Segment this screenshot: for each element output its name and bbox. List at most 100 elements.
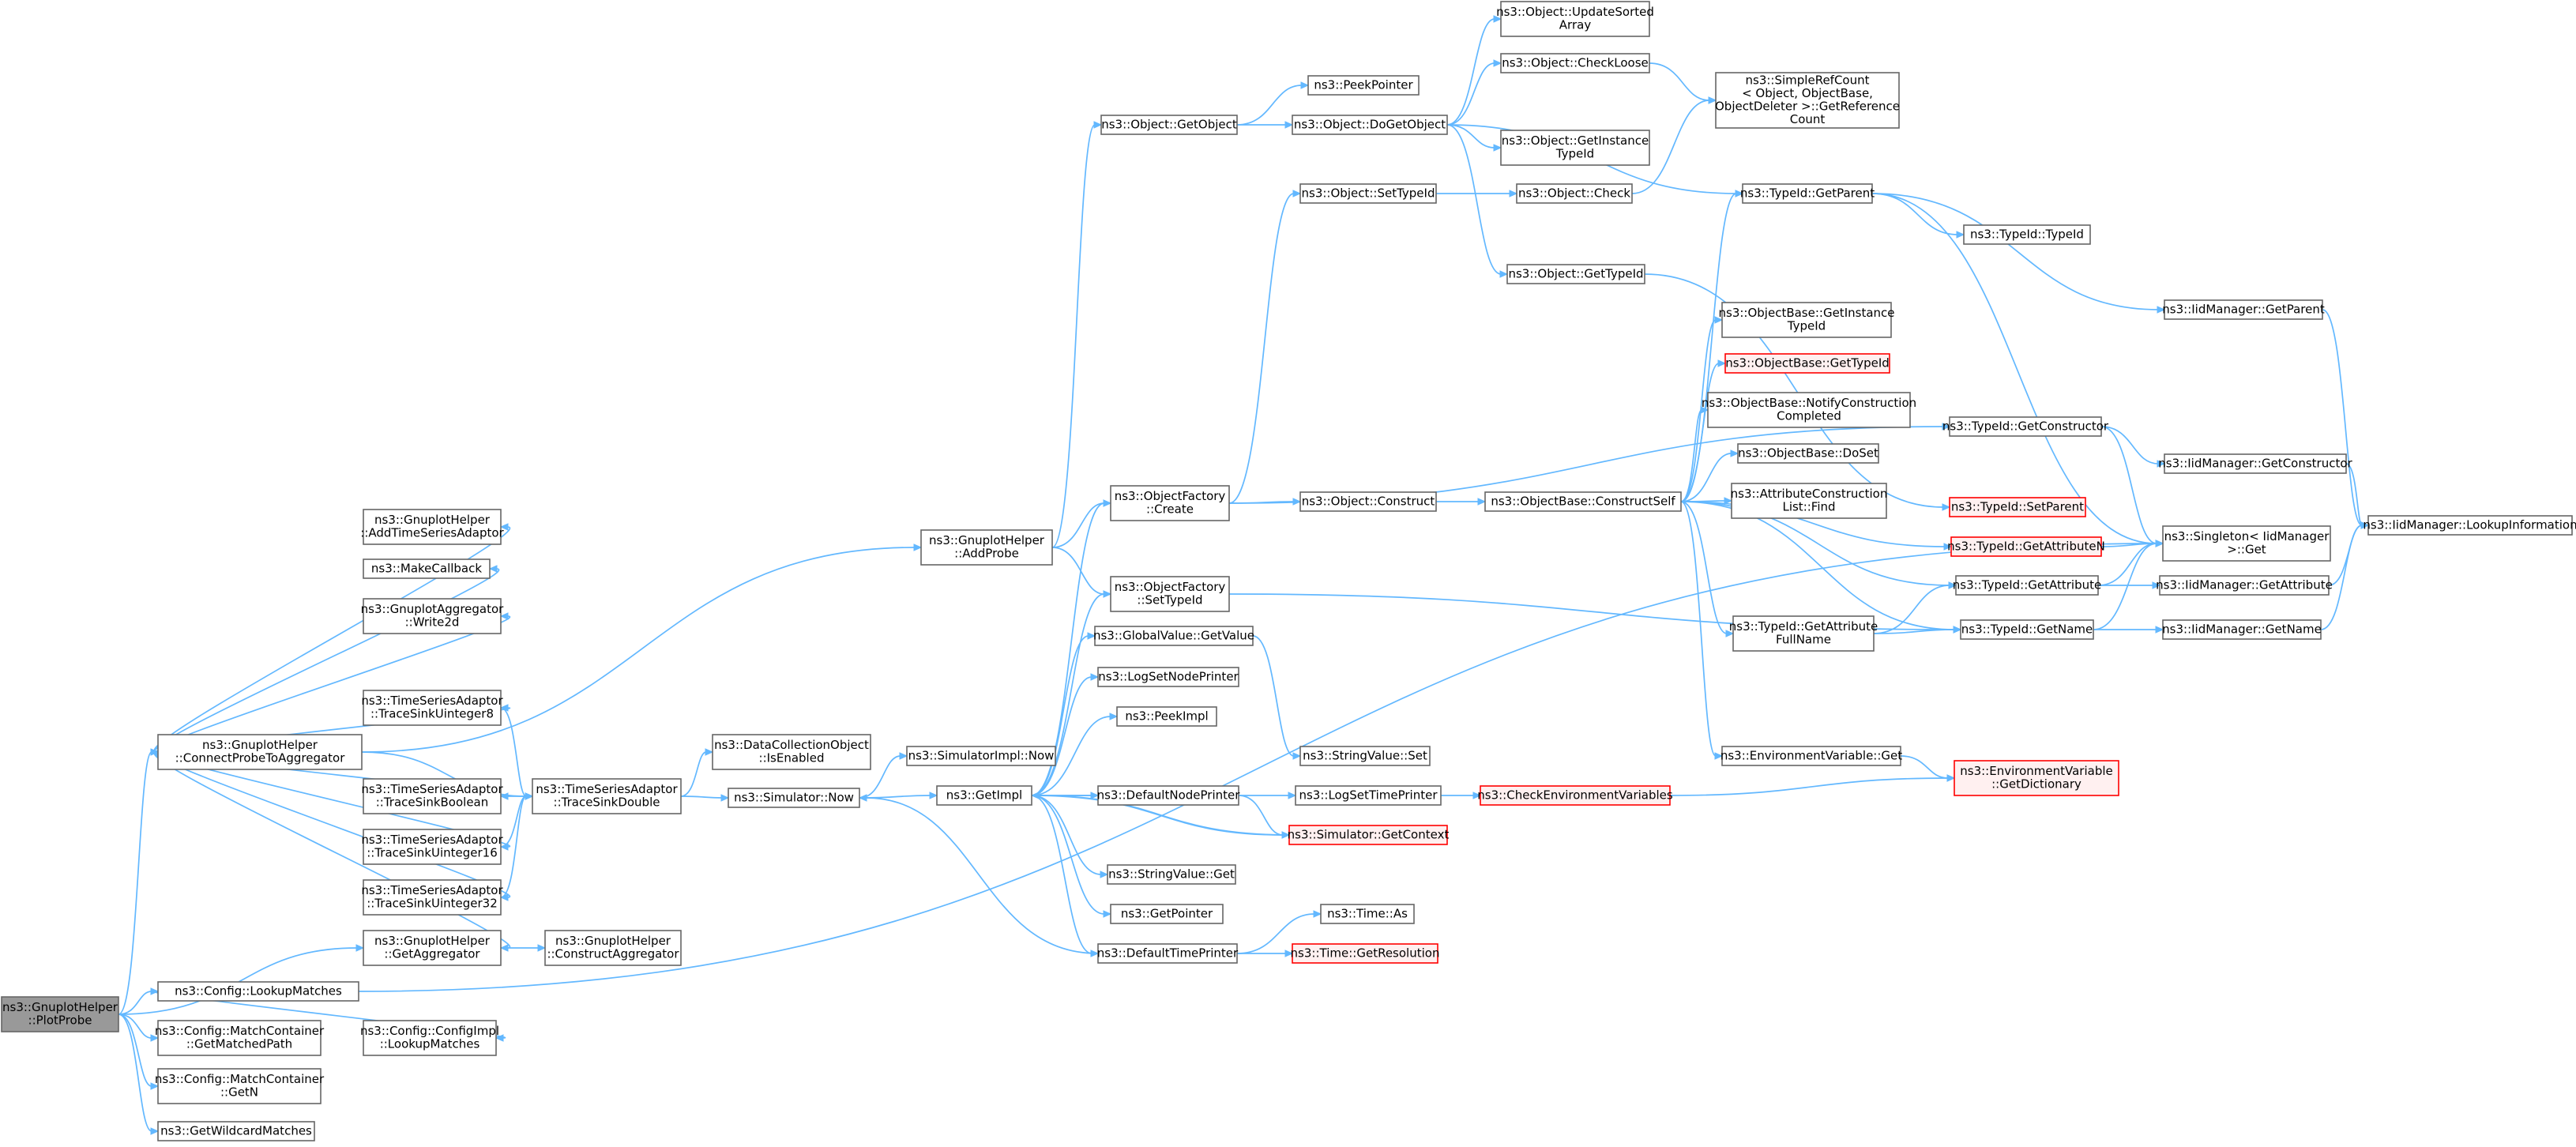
node-simGetContext[interactable]: ns3::Simulator::GetContext xyxy=(1288,825,1450,845)
node-label-line: ::Write2d xyxy=(405,615,460,630)
node-obGetTypeId[interactable]: ns3::ObjectBase::GetTypeId xyxy=(1724,353,1890,374)
node-getPointer[interactable]: ns3::GetPointer xyxy=(1110,904,1224,924)
node-stringValueGet[interactable]: ns3::StringValue::Get xyxy=(1107,864,1236,885)
edge-objCheck-to-simpleRefCount xyxy=(1631,100,1710,194)
node-label-line: ::TraceSinkBoolean xyxy=(376,795,489,810)
arrowhead xyxy=(1493,144,1502,152)
node-tsDouble[interactable]: ns3::TimeSeriesAdaptor::TraceSinkDouble xyxy=(532,778,682,814)
node-dcoIsEnabled[interactable]: ns3::DataCollectionObject::IsEnabled xyxy=(712,734,871,770)
node-typeIdGetAttribute[interactable]: ns3::TypeId::GetAttribute xyxy=(1953,575,2101,596)
node-iidGetConstructor[interactable]: ns3::IidManager::GetConstructor xyxy=(2158,453,2353,474)
node-root[interactable]: ns3::GnuplotHelper::PlotProbe xyxy=(1,996,119,1032)
node-timeGetRes[interactable]: ns3::Time::GetResolution xyxy=(1291,943,1440,964)
node-box xyxy=(2164,453,2347,474)
node-box xyxy=(2162,619,2322,640)
node-timeAs[interactable]: ns3::Time::As xyxy=(1320,904,1415,924)
node-getImpl[interactable]: ns3::GetImpl xyxy=(936,785,1032,806)
node-tsUint16[interactable]: ns3::TimeSeriesAdaptor::TraceSinkUintege… xyxy=(361,829,503,865)
edge-iidGetName-to-iidLookupInfo xyxy=(2320,525,2363,630)
node-logSetNodePrinter[interactable]: ns3::LogSetNodePrinter xyxy=(1097,667,1239,687)
node-label-line: ns3::ObjectBase::GetTypeId xyxy=(1725,355,1890,370)
node-write2d[interactable]: ns3::GnuplotAggregator::Write2d xyxy=(361,598,504,634)
edge-typeIdGetConstructor-to-singletonGet xyxy=(2100,426,2157,544)
node-ofSetTypeId[interactable]: ns3::ObjectFactory::SetTypeId xyxy=(1110,576,1230,612)
arrowhead xyxy=(499,612,509,620)
node-objConstruct[interactable]: ns3::Object::Construct xyxy=(1299,491,1437,512)
node-obDoSet[interactable]: ns3::ObjectBase::DoSet xyxy=(1737,443,1879,464)
node-simpleRefCount[interactable]: ns3::SimpleRefCount< Object, ObjectBase,… xyxy=(1715,72,1900,129)
node-box xyxy=(1288,825,1448,845)
node-envVarGet[interactable]: ns3::EnvironmentVariable::Get xyxy=(1720,746,1902,766)
node-mcGetMatchedPath[interactable]: ns3::Config::MatchContainer::GetMatchedP… xyxy=(155,1020,325,1056)
node-label-line: ns3::GnuplotHelper xyxy=(555,934,671,948)
node-tsUint32[interactable]: ns3::TimeSeriesAdaptor::TraceSinkUintege… xyxy=(361,879,503,916)
node-label-line: TypeId xyxy=(1787,319,1826,333)
node-cpta[interactable]: ns3::GnuplotHelper::ConnectProbeToAggreg… xyxy=(157,734,363,770)
node-iidGetParent[interactable]: ns3::IidManager::GetParent xyxy=(2162,299,2325,320)
node-objGetObject[interactable]: ns3::Object::GetObject xyxy=(1100,115,1238,135)
edge-root-to-getWildcard xyxy=(118,1013,152,1132)
node-addTSA[interactable]: ns3::GnuplotHelper::AddTimeSeriesAdaptor xyxy=(360,509,505,545)
node-makeCallback[interactable]: ns3::MakeCallback xyxy=(363,558,491,579)
node-ofCreate[interactable]: ns3::ObjectFactory::Create xyxy=(1110,485,1230,521)
node-typeIdTypeId[interactable]: ns3::TypeId::TypeId xyxy=(1963,224,2091,245)
node-getWildcard[interactable]: ns3::GetWildcardMatches xyxy=(157,1121,315,1141)
node-envVarGetDict[interactable]: ns3::EnvironmentVariable::GetDictionary xyxy=(1954,760,2119,796)
node-tsUint8[interactable]: ns3::TimeSeriesAdaptor::TraceSinkUintege… xyxy=(361,690,503,726)
node-addProbe[interactable]: ns3::GnuplotHelper::AddProbe xyxy=(920,529,1053,566)
node-objDoGetObject[interactable]: ns3::Object::DoGetObject xyxy=(1292,115,1448,135)
node-defaultTimePrinter[interactable]: ns3::DefaultTimePrinter xyxy=(1097,943,1239,964)
node-objCheckLoose[interactable]: ns3::Object::CheckLoose xyxy=(1500,53,1650,73)
node-singletonGet[interactable]: ns3::Singleton< IidManager>::Get xyxy=(2162,525,2331,562)
node-label-line: ns3::Object::UpdateSorted xyxy=(1496,5,1654,19)
node-typeIdSetParent[interactable]: ns3::TypeId::SetParent xyxy=(1949,497,2086,517)
arrowhead xyxy=(1942,423,1951,431)
node-tsBool[interactable]: ns3::TimeSeriesAdaptor::TraceSinkBoolean xyxy=(361,778,503,814)
node-iidGetAttribute[interactable]: ns3::IidManager::GetAttribute xyxy=(2156,575,2333,596)
node-box xyxy=(1116,706,1217,727)
node-objGetTypeId[interactable]: ns3::Object::GetTypeId xyxy=(1506,264,1645,284)
node-label-line: FullName xyxy=(1776,633,1831,647)
arrowhead xyxy=(1090,673,1100,681)
node-simNow[interactable]: ns3::Simulator::Now xyxy=(728,788,860,808)
node-configImplLookup[interactable]: ns3::Config::ConfigImpl::LookupMatches xyxy=(360,1020,499,1056)
node-checkEnvVars[interactable]: ns3::CheckEnvironmentVariables xyxy=(1477,785,1673,806)
node-mcGetN[interactable]: ns3::Config::MatchContainer::GetN xyxy=(155,1068,325,1104)
node-label-line: ns3::ObjectBase::ConstructSelf xyxy=(1491,494,1675,508)
node-typeIdGetParent[interactable]: ns3::TypeId::GetParent xyxy=(1740,183,1875,204)
node-typeIdGetAttributeN[interactable]: ns3::TypeId::GetAttributeN xyxy=(1947,536,2105,557)
node-stringValueSet[interactable]: ns3::StringValue::Set xyxy=(1299,746,1431,766)
node-gvGetValue[interactable]: ns3::GlobalValue::GetValue xyxy=(1093,626,1254,646)
arrowhead xyxy=(1724,497,1733,505)
node-peekImpl[interactable]: ns3::PeekImpl xyxy=(1116,706,1217,727)
node-iidLookupInfo[interactable]: ns3::IidManager::LookupInformation xyxy=(2363,515,2576,536)
node-lookupMatches[interactable]: ns3::Config::LookupMatches xyxy=(157,981,359,1002)
node-getAggregator[interactable]: ns3::GnuplotHelper::GetAggregator xyxy=(363,930,502,966)
node-peekPointer[interactable]: ns3::PeekPointer xyxy=(1307,75,1420,96)
node-logSetTimePrinter[interactable]: ns3::LogSetTimePrinter xyxy=(1295,785,1442,806)
node-defaultNodePrinter[interactable]: ns3::DefaultNodePrinter xyxy=(1097,785,1241,806)
node-constructAgg[interactable]: ns3::GnuplotHelper::ConstructAggregator xyxy=(544,930,682,966)
node-typeIdGetConstructor[interactable]: ns3::TypeId::GetConstructor xyxy=(1942,416,2109,437)
arrowhead xyxy=(1717,359,1727,367)
node-label-line: ::ConnectProbeToAggregator xyxy=(175,751,346,765)
node-objCheck[interactable]: ns3::Object::Check xyxy=(1516,183,1633,204)
node-typeIdGetName[interactable]: ns3::TypeId::GetName xyxy=(1960,619,2094,640)
node-obConstructSelf[interactable]: ns3::ObjectBase::ConstructSelf xyxy=(1484,491,1682,512)
node-objSetTypeId[interactable]: ns3::Object::SetTypeId xyxy=(1299,183,1437,204)
edge-obConstructSelf-to-envVarGet xyxy=(1680,501,1717,757)
node-obNotifyConstruction[interactable]: ns3::ObjectBase::NotifyConstructionCompl… xyxy=(1702,392,1916,428)
node-iidGetName[interactable]: ns3::IidManager::GetName xyxy=(2162,619,2322,640)
edge-envVarGet-to-envVarGetDict xyxy=(1900,755,1949,779)
node-label-line: ns3::TimeSeriesAdaptor xyxy=(536,782,678,796)
arrowhead xyxy=(1284,950,1294,957)
node-label-line: ns3::IidManager::GetConstructor xyxy=(2158,456,2352,470)
node-simImplNow[interactable]: ns3::SimulatorImpl::Now xyxy=(906,746,1056,766)
edge-checkEnvVars-to-envVarGetDict xyxy=(1669,777,1949,796)
